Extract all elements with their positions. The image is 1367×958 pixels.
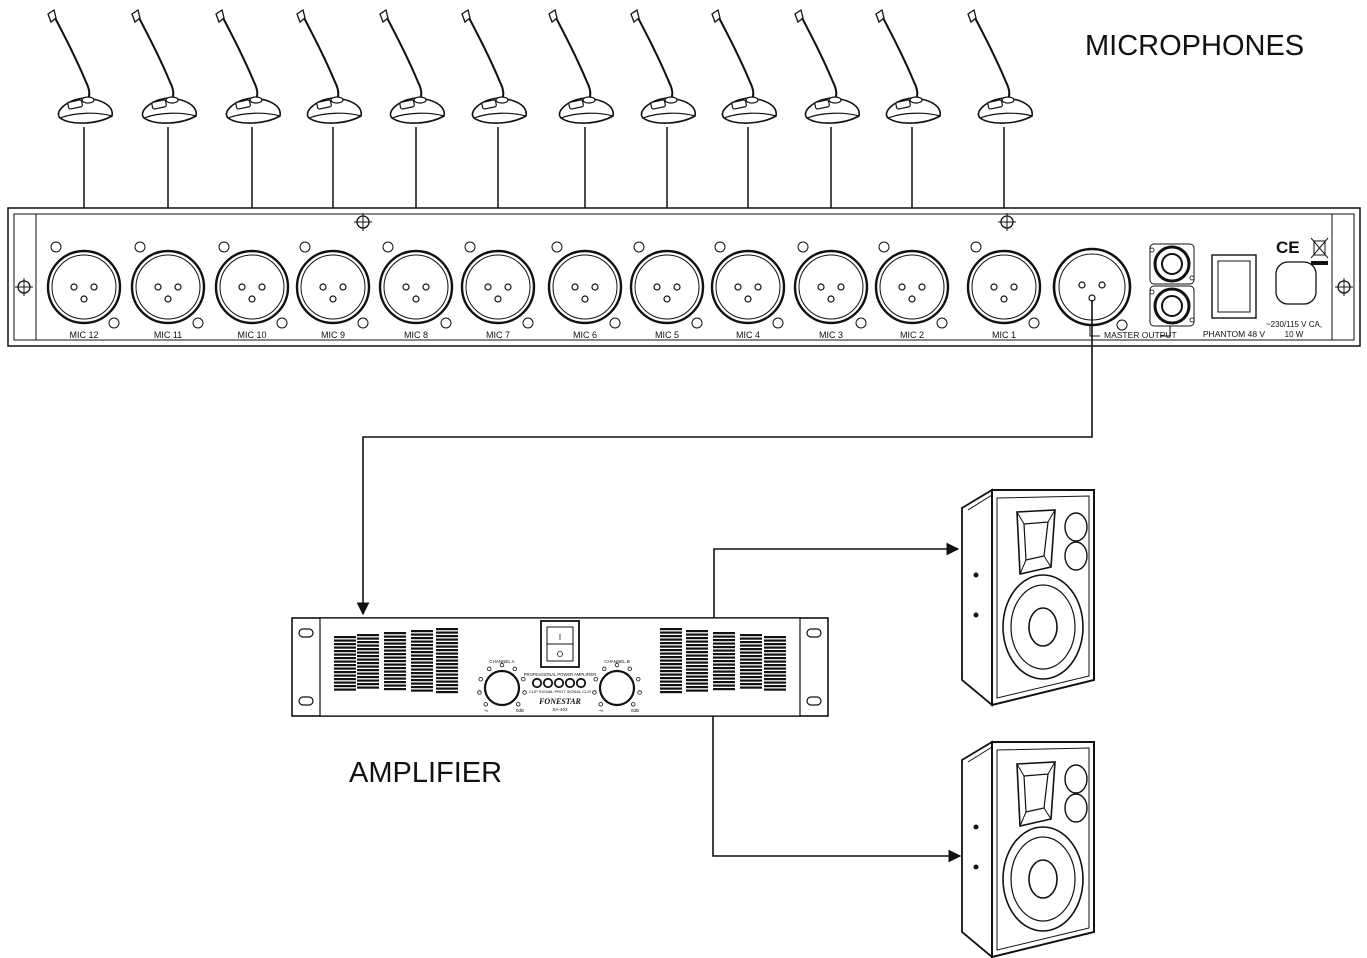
output-jack-icon bbox=[1149, 243, 1195, 285]
amp-indicator-labels: CLIP SIGNAL PROT SIGNAL CLIP bbox=[529, 689, 592, 694]
mic-input-label: MIC 7 bbox=[486, 330, 510, 340]
loudspeaker-icon bbox=[961, 488, 1095, 707]
xlr-input-jack: MIC 3 bbox=[793, 241, 869, 340]
rack-screws bbox=[15, 213, 1353, 296]
gooseneck-microphone-icon bbox=[630, 8, 696, 124]
gooseneck-microphone-icon bbox=[548, 8, 614, 124]
amplifier-title: AMPLIFIER bbox=[349, 757, 503, 789]
gooseneck-microphone-icon bbox=[875, 8, 941, 124]
output-jack-icon bbox=[1149, 285, 1195, 327]
phantom-label: PHANTOM 48 V bbox=[1203, 329, 1266, 339]
mic-input-label: MIC 3 bbox=[819, 330, 843, 340]
mixer-right-panel: MASTER OUTPUT PHANTOM 48 V~230/115 V CA,1… bbox=[1052, 237, 1329, 340]
loudspeaker-icon bbox=[961, 740, 1095, 958]
channel-b-knob: CHANNEL B -∞ 0dB bbox=[592, 659, 642, 713]
mic-input-label: MIC 12 bbox=[69, 330, 98, 340]
xlr-input-jack: MIC 12 bbox=[46, 241, 122, 340]
speaker-wire-top bbox=[713, 542, 960, 618]
microphones-title: MICROPHONES bbox=[1085, 30, 1305, 62]
speaker-wire-bottom bbox=[712, 716, 962, 863]
gooseneck-microphone-icon bbox=[794, 8, 860, 124]
mic-input-label: MIC 5 bbox=[655, 330, 679, 340]
gooseneck-microphone-icon bbox=[296, 8, 362, 124]
amp-vent-left bbox=[334, 628, 458, 694]
rack-slot-icon bbox=[298, 628, 314, 638]
amp-brand-logo: FONESTAR bbox=[538, 697, 581, 706]
screw-icon bbox=[1335, 278, 1353, 296]
xlr-input-jack: MIC 5 bbox=[629, 241, 705, 340]
phantom-power-switch: PHANTOM 48 V bbox=[1203, 254, 1266, 339]
xlr-input-jack: MIC 1 bbox=[966, 241, 1042, 340]
master-output-label: MASTER OUTPUT bbox=[1104, 330, 1177, 340]
gooseneck-microphone-icon bbox=[47, 8, 113, 124]
speakers bbox=[961, 488, 1095, 958]
channel-a-knob: CHANNEL A -∞ 0dB bbox=[477, 659, 527, 713]
amp-vent-right bbox=[660, 628, 786, 694]
amp-power-switch: IO bbox=[540, 620, 580, 668]
gooseneck-microphone-icon bbox=[711, 8, 777, 124]
amplifier-unit: IO CHANNEL A -∞ 0dB CHANNEL B -∞ 0dB PROFESSION… bbox=[291, 617, 829, 717]
xlr-input-jack: MIC 10 bbox=[214, 241, 290, 340]
channel-label: CHANNEL B bbox=[604, 659, 630, 664]
ce-mark-icon: CE bbox=[1276, 238, 1300, 257]
screw-icon bbox=[15, 278, 33, 296]
mic-input-label: MIC 1 bbox=[992, 330, 1016, 340]
svg-text:0dB: 0dB bbox=[516, 708, 524, 713]
xlr-input-jack: MIC 8 bbox=[378, 241, 454, 340]
gooseneck-microphone-icon bbox=[131, 8, 197, 124]
xlr-input-jack: MIC 2 bbox=[874, 241, 950, 340]
power-inlet: ~230/115 V CA,10 W bbox=[1266, 261, 1322, 339]
amp-model: SA-403 bbox=[552, 707, 568, 712]
svg-text:0dB: 0dB bbox=[631, 708, 639, 713]
gooseneck-microphone-icon bbox=[215, 8, 281, 124]
xlr-input-jack: MIC 7 bbox=[460, 241, 536, 340]
screw-icon bbox=[354, 213, 372, 231]
xlr-input-jack: MIC 6 bbox=[547, 241, 623, 340]
screw-icon bbox=[998, 213, 1016, 231]
mic-input-label: MIC 4 bbox=[736, 330, 760, 340]
gooseneck-microphone-icon bbox=[379, 8, 445, 124]
rack-slot-icon bbox=[806, 696, 822, 706]
gooseneck-microphone-icon bbox=[967, 8, 1033, 124]
microphone-group bbox=[47, 8, 1033, 124]
gooseneck-microphone-icon bbox=[461, 8, 527, 124]
mic-input-label: MIC 8 bbox=[404, 330, 428, 340]
power-label-line2: 10 W bbox=[1285, 330, 1304, 339]
svg-text:-∞: -∞ bbox=[484, 708, 489, 713]
svg-text:O: O bbox=[557, 650, 563, 659]
mic-input-label: MIC 6 bbox=[573, 330, 597, 340]
channel-label: CHANNEL A bbox=[489, 659, 514, 664]
svg-text:-∞: -∞ bbox=[599, 708, 604, 713]
master-output-jack: MASTER OUTPUT bbox=[1052, 247, 1177, 340]
amp-indicator-leds bbox=[531, 677, 587, 689]
xlr-input-jack: MIC 4 bbox=[710, 241, 786, 340]
power-label-line1: ~230/115 V CA, bbox=[1266, 320, 1322, 329]
rack-slot-icon bbox=[806, 628, 822, 638]
weee-bin-icon bbox=[1310, 237, 1329, 265]
amp-subtitle: PROFESSIONAL POWER AMPLIFIER bbox=[524, 672, 596, 677]
xlr-inputs: MIC 12 MIC 11 MIC 10 MIC 9 MIC 8 MIC 7 MIC 6 MI… bbox=[46, 241, 1042, 340]
mic-input-label: MIC 11 bbox=[154, 330, 182, 340]
master-output-wire bbox=[356, 300, 1093, 616]
mic-input-label: MIC 9 bbox=[321, 330, 345, 340]
rack-slot-icon bbox=[298, 696, 314, 706]
xlr-input-jack: MIC 9 bbox=[295, 241, 371, 340]
svg-text:I: I bbox=[559, 633, 561, 642]
xlr-input-jack: MIC 11 bbox=[130, 241, 206, 340]
mic-input-label: MIC 2 bbox=[900, 330, 924, 340]
mic-input-label: MIC 10 bbox=[237, 330, 266, 340]
